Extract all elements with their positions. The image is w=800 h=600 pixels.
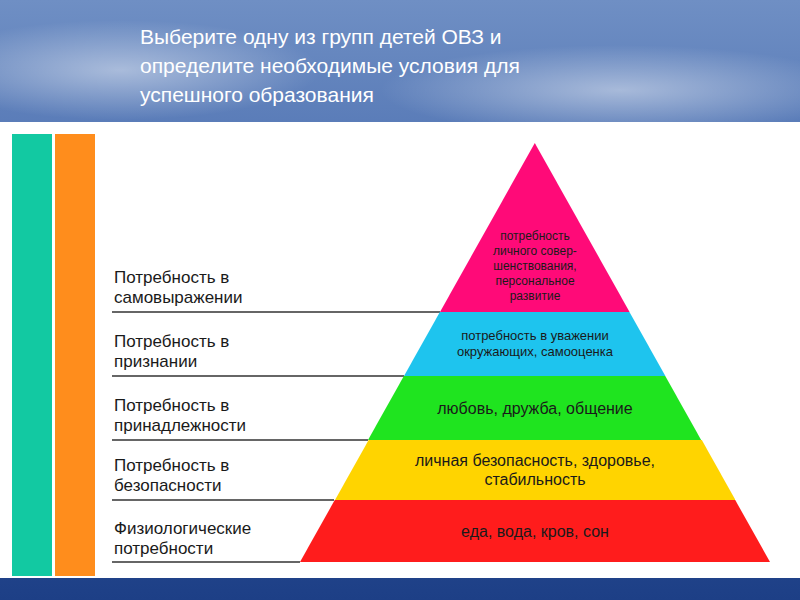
pyramid-band: потребность в уважении окружающих, самоо… — [404, 312, 665, 376]
slide-title: Выберите одну из групп детей ОВЗ и опред… — [140, 22, 580, 109]
pyramid-band: любовь, дружба, общение — [368, 376, 701, 440]
band-fill — [404, 312, 665, 376]
band-fill — [300, 500, 770, 562]
level-label: Потребность в безопасности — [114, 456, 304, 496]
band-fill — [440, 143, 630, 312]
band-text: любовь, дружба, общение — [437, 399, 632, 418]
level-label: Физиологические потребности — [114, 519, 304, 559]
band-fill — [368, 376, 701, 440]
leader-line — [112, 439, 368, 441]
level-label: Потребность в признании — [114, 332, 304, 372]
band-text: еда, вода, кров, сон — [461, 522, 609, 541]
leader-line — [112, 499, 334, 501]
teal-bar — [12, 134, 52, 576]
band-fill — [335, 440, 735, 500]
leader-line — [112, 375, 404, 377]
white-panel — [0, 122, 800, 578]
orange-bar — [55, 134, 95, 576]
leader-line — [112, 311, 440, 313]
leader-line — [112, 561, 300, 563]
band-text: потребность личного совер- шенствования,… — [479, 229, 591, 304]
pyramid-band: потребность личного совер- шенствования,… — [440, 143, 630, 312]
pyramid-band: еда, вода, кров, сон — [300, 500, 770, 562]
pyramid-band: личная безопасность, здоровье, стабильно… — [335, 440, 735, 500]
band-text: потребность в уважении окружающих, самоо… — [442, 328, 627, 360]
band-shape — [335, 440, 735, 500]
level-label: Потребность в принадлежности — [114, 396, 304, 436]
level-label: Потребность в самовыражении — [114, 268, 304, 308]
band-text: личная безопасность, здоровье, стабильно… — [390, 451, 680, 489]
